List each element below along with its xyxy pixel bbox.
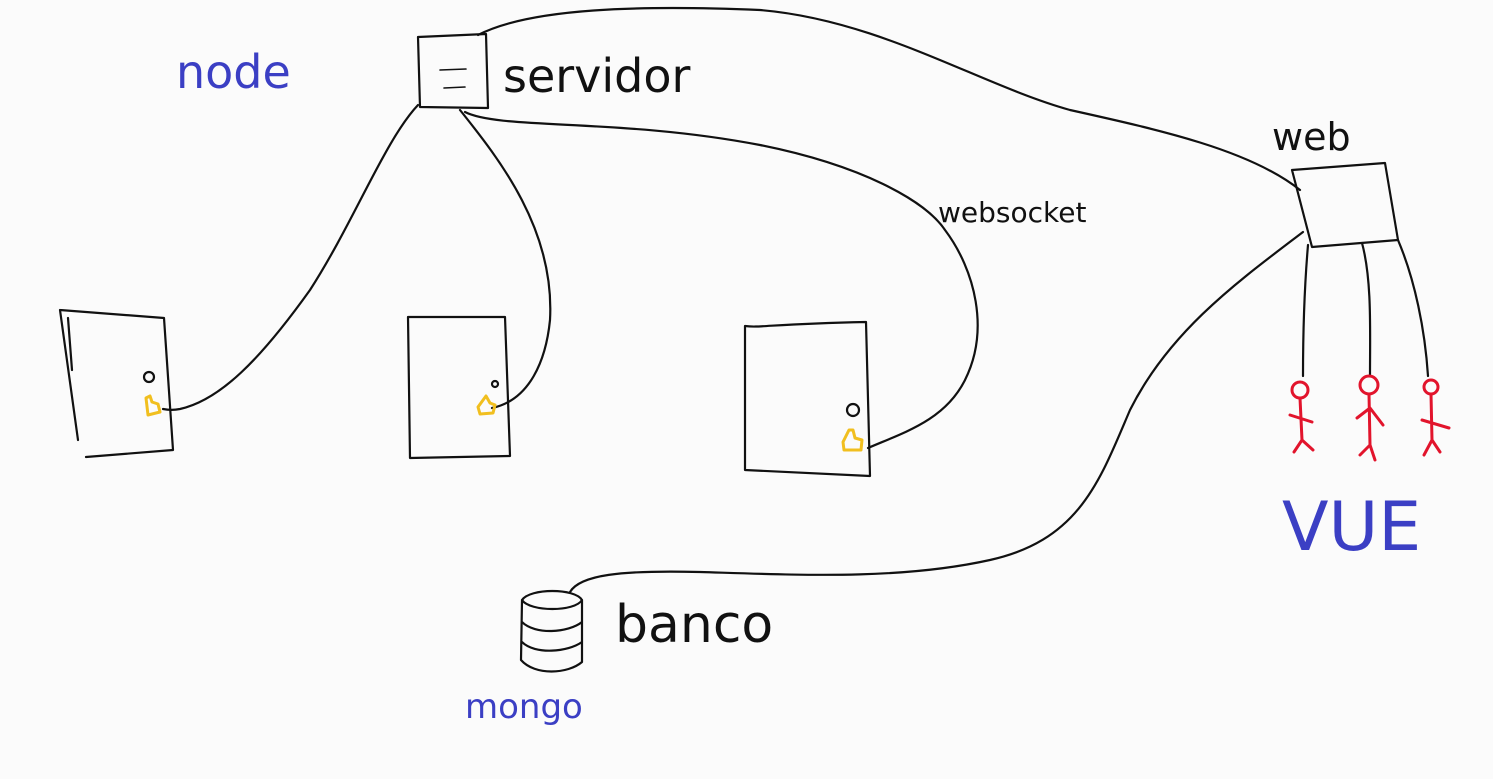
database-label: banco xyxy=(615,595,773,655)
server-box xyxy=(416,32,490,110)
user-1-body-icon xyxy=(1288,396,1315,454)
door-2-knob xyxy=(490,379,500,389)
web-to-user-1-link xyxy=(1301,243,1310,378)
server-tech-label: node xyxy=(176,45,291,99)
server-box-inner-lines xyxy=(439,68,467,89)
websocket-label: websocket xyxy=(938,196,1086,229)
connections xyxy=(161,6,1430,594)
server-node: servidor node xyxy=(176,32,691,110)
door-2 xyxy=(406,315,512,460)
database-tech-label: mongo xyxy=(465,687,583,727)
user-1-head-icon xyxy=(1290,380,1310,400)
server-label: servidor xyxy=(503,49,691,103)
user-3-body-icon xyxy=(1420,392,1451,457)
web-box xyxy=(1290,161,1400,249)
web-tech-label: VUE xyxy=(1282,488,1421,567)
door-1-lock-icon xyxy=(144,394,162,417)
database-cylinder-icon xyxy=(519,590,584,673)
door-3-lock-icon xyxy=(841,428,864,452)
door-3-knob xyxy=(845,402,861,418)
web-to-user-3-link xyxy=(1396,238,1430,378)
user-2-head-icon xyxy=(1358,374,1380,396)
user-2-body-icon xyxy=(1355,392,1385,462)
user-3-head-icon xyxy=(1422,378,1440,396)
web-label: web xyxy=(1272,115,1351,159)
server-to-web-arc xyxy=(476,6,1302,192)
server-to-door-1-link xyxy=(161,103,420,411)
door-1-knob xyxy=(142,370,156,384)
door-2-frame xyxy=(406,315,512,460)
door-1 xyxy=(58,308,175,459)
web-to-user-2-link xyxy=(1360,241,1372,378)
server-to-door-2-link xyxy=(458,108,552,410)
server-to-web-websocket-link xyxy=(463,110,979,450)
web-to-database-link xyxy=(568,230,1305,594)
door-1-frame xyxy=(58,308,175,459)
door-3-frame xyxy=(743,320,872,478)
user-3 xyxy=(1420,378,1451,457)
web-node: web VUE xyxy=(1272,115,1421,567)
door-3 xyxy=(743,320,872,478)
user-1 xyxy=(1288,380,1315,454)
user-2 xyxy=(1355,374,1385,462)
door-2-lock-icon xyxy=(476,394,497,416)
database-node: banco mongo xyxy=(465,590,773,727)
